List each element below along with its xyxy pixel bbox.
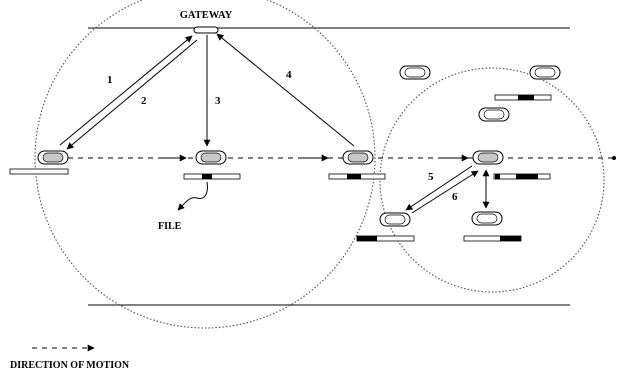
- arrow-step-5: [405, 165, 473, 211]
- gateway-coverage-circle: [34, 0, 376, 329]
- file-bar-4: [494, 94, 552, 101]
- vehicle-3: [342, 150, 374, 165]
- file-bar-3: [328, 173, 386, 180]
- vehicle-4: [472, 150, 504, 165]
- file-bar-2: [183, 173, 241, 180]
- vehicle-2: [195, 150, 227, 165]
- arrow-step-4: [216, 33, 355, 147]
- file-bar-1: [9, 168, 69, 175]
- gateway-node: [193, 26, 219, 34]
- file-bar-6: [356, 235, 415, 242]
- arrow-step-1: [59, 35, 193, 146]
- step-label-5: 5: [428, 171, 434, 183]
- legend-direction-label: DIRECTION OF MOTION: [10, 360, 130, 371]
- step-label-4: 4: [286, 69, 292, 81]
- file-label: FILE: [158, 221, 182, 232]
- vehicle-9: [471, 211, 503, 226]
- arrow-step-2: [66, 39, 198, 150]
- step-label-3: 3: [215, 95, 221, 107]
- file-pointer-arrow: [177, 181, 208, 211]
- gateway-label: GATEWAY: [180, 10, 233, 21]
- vehicle-7: [478, 107, 510, 122]
- vehicle-8: [379, 212, 411, 227]
- file-bar-5: [493, 173, 551, 180]
- step-label-2: 2: [141, 95, 147, 107]
- step-label-6: 6: [452, 191, 458, 203]
- vehicle-6: [529, 65, 561, 80]
- arrow-step-5b: [411, 170, 479, 214]
- step-label-1: 1: [107, 74, 113, 86]
- cluster-coverage-circle: [379, 67, 605, 293]
- vehicle-1: [37, 150, 69, 165]
- file-bar-7: [463, 235, 522, 242]
- motion-path-end-dot: [612, 156, 616, 160]
- vehicle-5: [399, 65, 431, 80]
